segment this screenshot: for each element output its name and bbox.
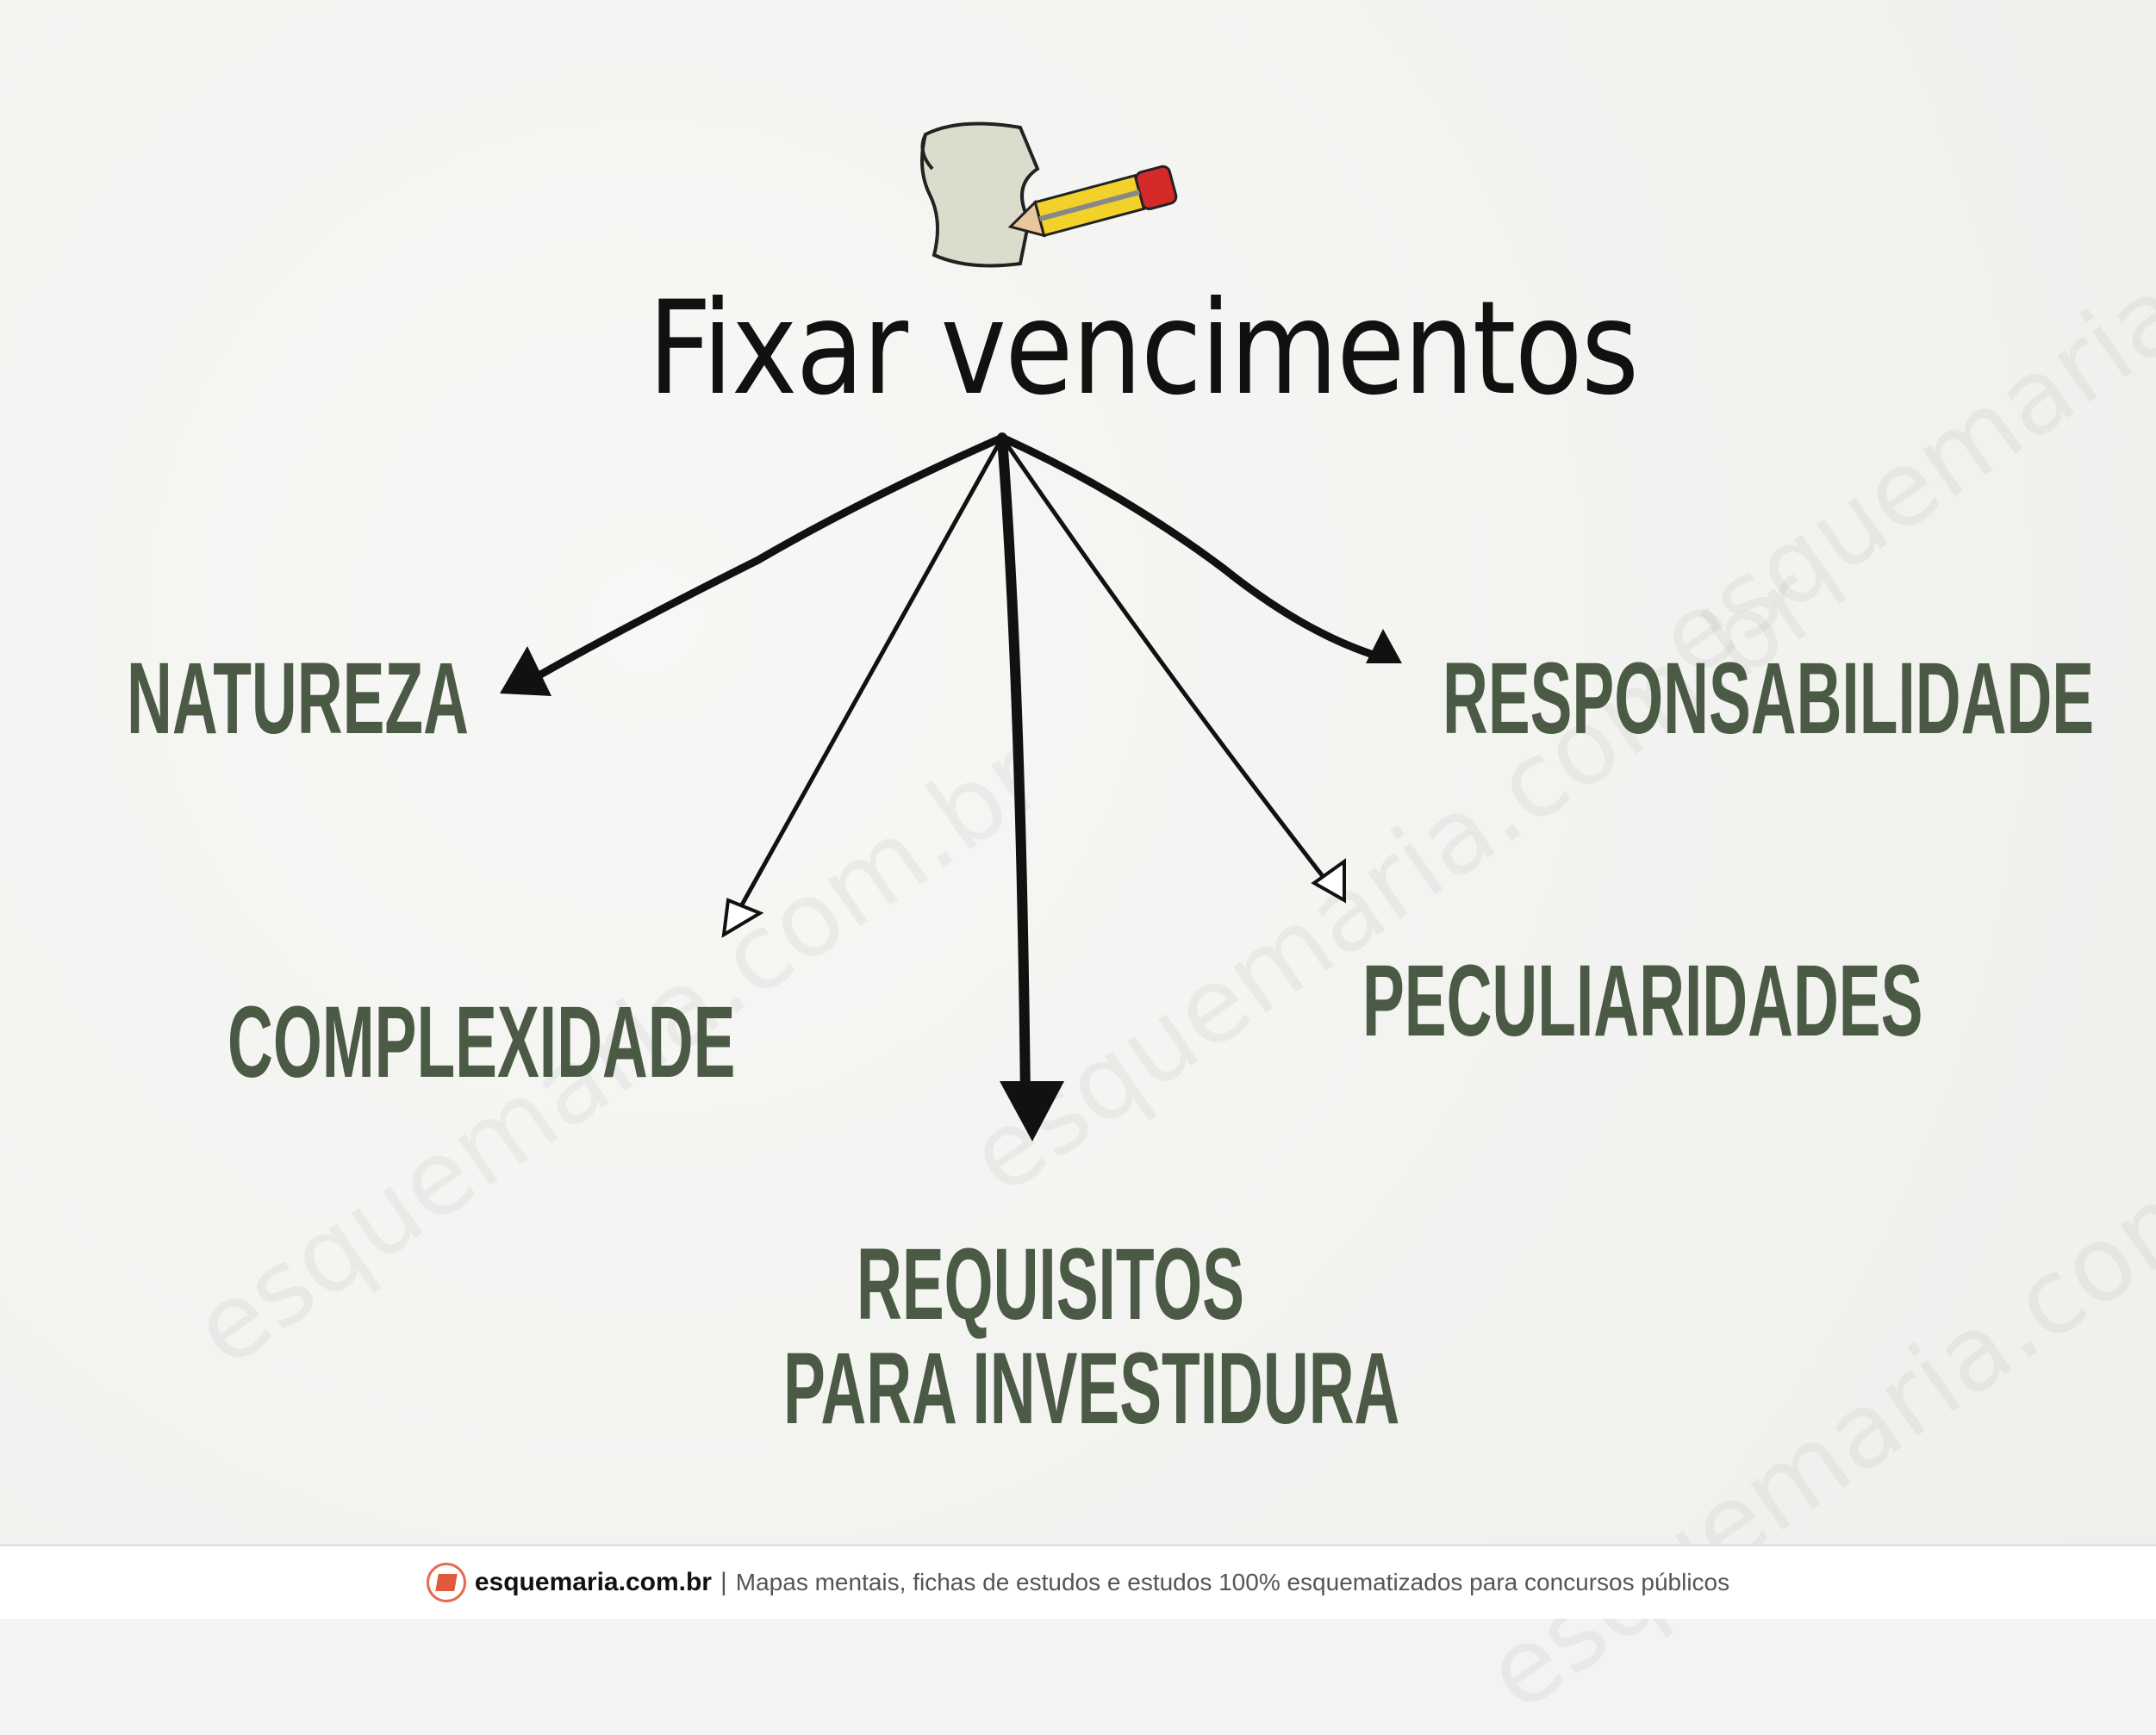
footer-tagline: Mapas mentais, fichas de estudos e estud… xyxy=(735,1569,1730,1595)
arrows xyxy=(500,432,1402,1141)
node-requisitos-line1: REQUISITOS xyxy=(857,1228,1244,1341)
paper-background xyxy=(0,0,2156,1544)
footer: esquemaria.com.br | Mapas mentais, ficha… xyxy=(0,1544,2156,1619)
arrow-complexidade xyxy=(730,435,1005,924)
node-complexidade: COMPLEXIDADE xyxy=(227,986,736,1099)
footer-brand: esquemaria.com.br xyxy=(474,1568,712,1596)
arrow-responsabilidade xyxy=(998,433,1392,663)
node-natureza: NATUREZA xyxy=(127,642,469,756)
arrowhead-responsabilidade xyxy=(1366,629,1402,663)
node-responsabilidade: RESPONSABILIDADE xyxy=(1443,642,2095,756)
node-requisitos-line2: PARA INVESTIDURA xyxy=(783,1332,1400,1446)
arrow-peculiaridades xyxy=(1000,435,1334,890)
arrowhead-peculiaridades xyxy=(1311,858,1346,904)
node-peculiaridades: PECULIARIDADES xyxy=(1362,944,1923,1058)
notepad-pencil-icon xyxy=(920,121,1178,268)
arrow-requisitos xyxy=(997,432,1031,1108)
esquemaria-logo-icon xyxy=(426,1563,466,1602)
arrow-natureza xyxy=(526,433,1006,685)
arrowhead-requisitos xyxy=(1000,1081,1064,1141)
arrowhead-natureza xyxy=(500,646,551,696)
footer-separator: | xyxy=(720,1568,727,1596)
arrowhead-complexidade xyxy=(721,898,764,938)
